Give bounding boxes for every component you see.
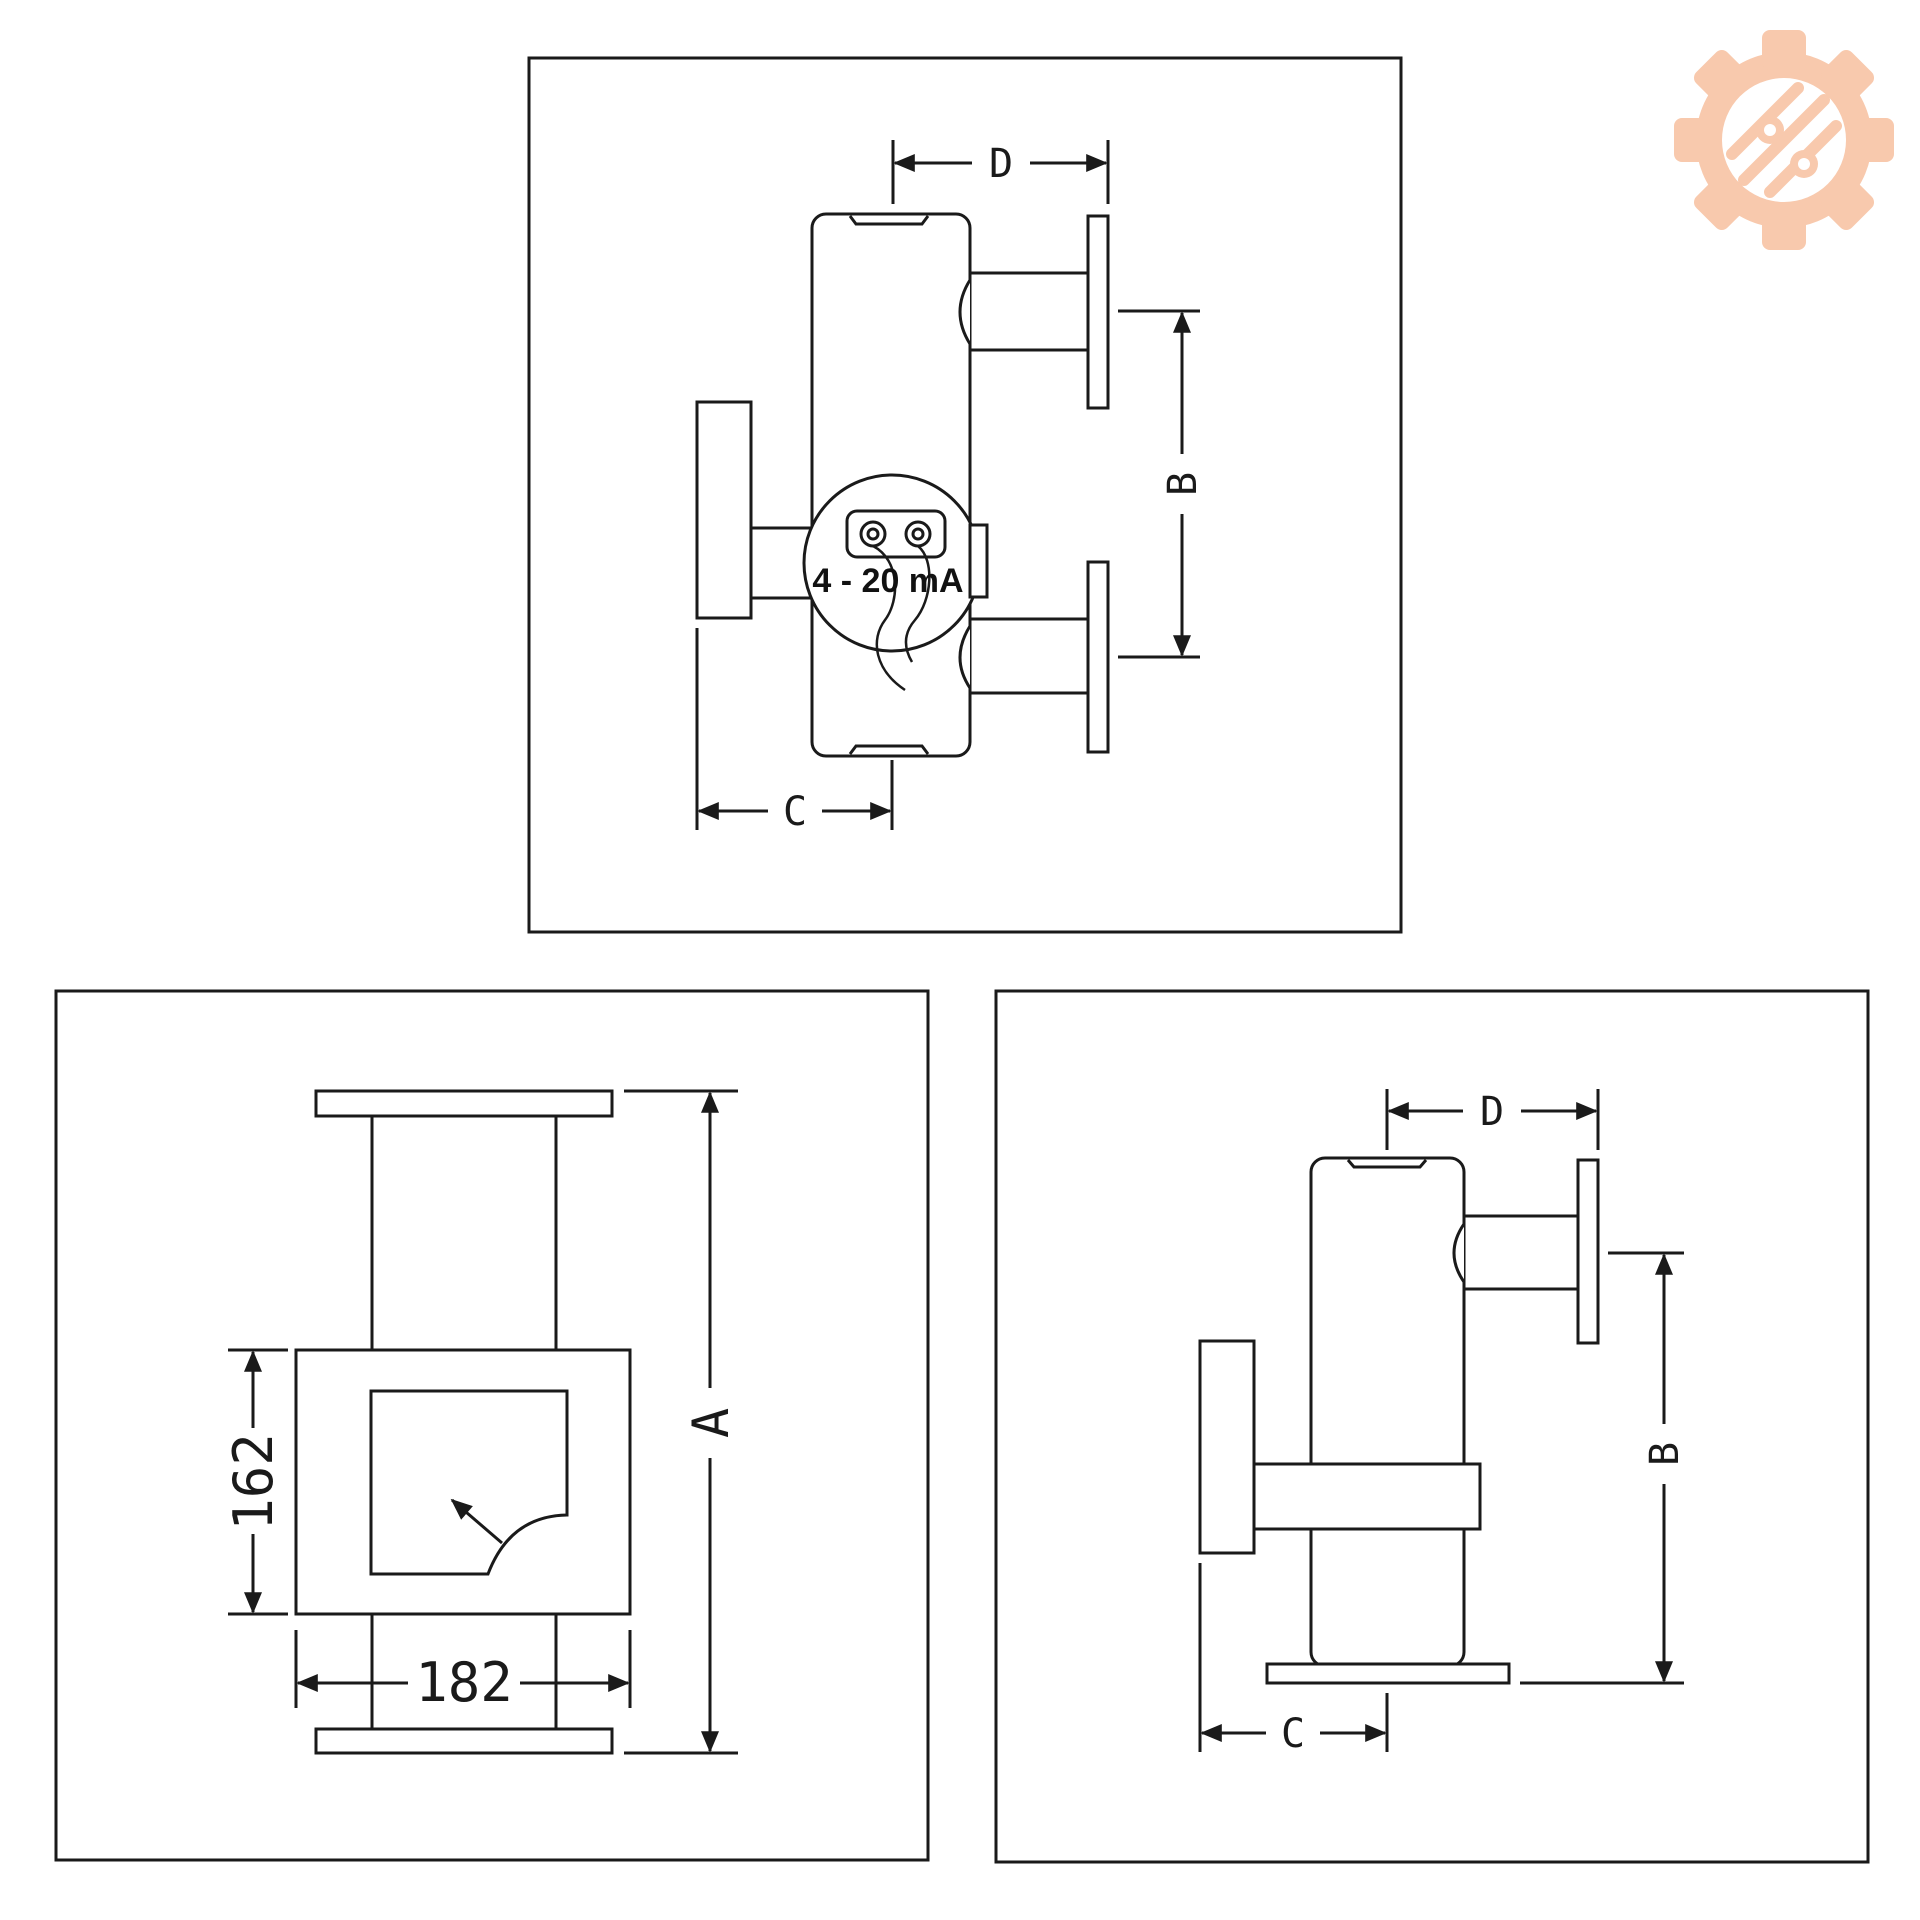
gear-circuit-logo-icon [1674,30,1894,250]
side-view [994,989,1870,1864]
side-outlet-flange [1576,1158,1600,1345]
front-top-flange [314,1089,614,1118]
front-indicator-pointer [450,1498,503,1545]
top-lower-flange [1086,560,1110,754]
top-dim-b-label: B [1160,472,1206,496]
side-outlet-pipe [1452,1214,1578,1291]
side-main-body [1309,1156,1466,1668]
top-left-flange [695,400,753,620]
side-left-flange [1198,1339,1256,1555]
side-dim-c-label: C [1281,1711,1305,1757]
top-upper-flange [1086,214,1110,410]
front-indicator-housing [294,1348,632,1616]
front-bottom-flange [314,1727,614,1755]
side-transmitter-bar [1252,1462,1482,1531]
side-bottom-flange [1265,1662,1511,1685]
front-view [54,989,930,1862]
top-upper-outlet [958,271,1088,352]
top-signal-label: 4 - 20 mA [812,562,963,600]
top-lower-outlet [958,617,1088,695]
side-dim-b-label: B [1642,1442,1688,1466]
top-dim-d-label: D [989,141,1013,187]
front-dim-a-label: A [682,1408,740,1438]
top-dim-c-label: C [783,789,807,835]
front-dim-height-label: 162 [222,1433,285,1531]
top-view [527,56,1403,934]
top-signal-wire-2 [904,545,931,663]
front-indicator-window [369,1389,569,1576]
top-signal-wire-1 [872,544,906,692]
front-dim-width-label: 182 [415,1651,513,1714]
side-dim-d-label: D [1480,1089,1504,1135]
